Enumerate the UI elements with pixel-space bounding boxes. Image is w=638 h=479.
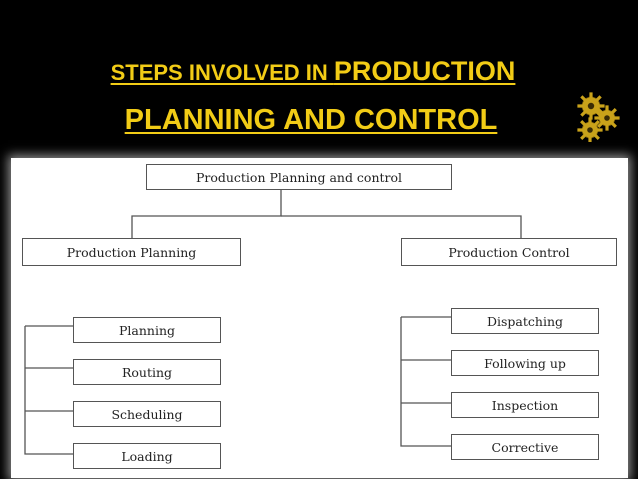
- connector-lines: [24, 190, 522, 455]
- gears-icon: [577, 92, 620, 142]
- inspection-step-node: Inspection: [451, 392, 599, 418]
- slide-title-line-1: STEPS INVOLVED IN PRODUCTION: [0, 56, 632, 87]
- title-emphasis: PRODUCTION: [333, 56, 516, 86]
- planning-step-node: Planning: [73, 317, 221, 343]
- diagram-panel: Production Planning and control Producti…: [11, 158, 628, 478]
- production-planning-node: Production Planning: [22, 238, 241, 266]
- title-prefix: STEPS INVOLVED IN: [110, 60, 334, 85]
- dispatching-step-node: Dispatching: [451, 308, 599, 334]
- production-control-node: Production Control: [401, 238, 617, 266]
- following-up-step-node: Following up: [451, 350, 599, 376]
- slide-title-line-2: PLANNING AND CONTROL: [124, 104, 498, 136]
- corrective-step-node: Corrective: [451, 434, 599, 460]
- scheduling-step-node: Scheduling: [73, 401, 221, 427]
- loading-step-node: Loading: [73, 443, 221, 469]
- routing-step-node: Routing: [73, 359, 221, 385]
- slide-header: STEPS INVOLVED IN PRODUCTION PLANNING AN…: [0, 0, 638, 158]
- root-node: Production Planning and control: [146, 164, 452, 190]
